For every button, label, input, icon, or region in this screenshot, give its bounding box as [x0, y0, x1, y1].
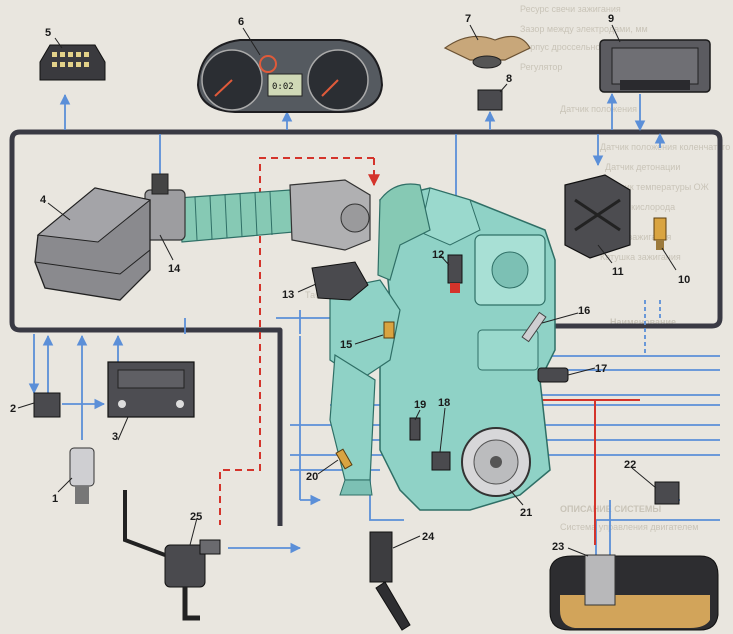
- label-8: 8: [506, 73, 512, 85]
- wiring-bus: [9, 129, 723, 526]
- instrument-cluster: 0:02: [196, 39, 384, 113]
- svg-text:Датчик детонации: Датчик детонации: [605, 162, 680, 172]
- svg-text:Датчик положения: Датчик положения: [560, 104, 637, 114]
- coolant-temp-sensor: [653, 217, 667, 250]
- svg-text:Датчик температуры ОЖ: Датчик температуры ОЖ: [605, 182, 709, 192]
- crankshaft-sensor: [537, 367, 569, 383]
- label-17: 17: [595, 363, 607, 375]
- label-leaders: [17, 24, 677, 557]
- throttle-position-sensor: [311, 261, 369, 301]
- label-5: 5: [45, 27, 51, 39]
- accelerator-pedal: [369, 531, 411, 631]
- label-3: 3: [112, 431, 118, 443]
- fuel-tank: [549, 554, 719, 631]
- throttle-body: [289, 179, 371, 251]
- label-21: 21: [520, 507, 532, 519]
- label-22: 22: [624, 459, 636, 471]
- diagnostic-connector: [39, 44, 106, 81]
- canister-purge-valve: [123, 490, 221, 621]
- speed-sensor: [409, 417, 421, 441]
- label-6: 6: [238, 16, 244, 28]
- component-labels: 5 6 7 8 9 4 14 13 12 11 10 15 16 17 18 1…: [10, 13, 690, 553]
- label-18: 18: [438, 397, 450, 409]
- label-25: 25: [190, 511, 202, 523]
- lcd-clock-text: 0:02: [272, 82, 294, 92]
- fuel-injector-1: [69, 447, 95, 504]
- oxygen-sensor: [335, 448, 353, 470]
- svg-text:Ресурс свечи зажигания: Ресурс свечи зажигания: [520, 4, 621, 14]
- phase-sensor: [431, 451, 451, 471]
- label-23: 23: [552, 541, 564, 553]
- lcd-display: [267, 73, 303, 97]
- label-20: 20: [306, 471, 318, 483]
- svg-text:Свечи зажигания: Свечи зажигания: [600, 232, 671, 242]
- svg-text:Корпус дроссельной заслонки: Корпус дроссельной заслонки: [520, 42, 646, 52]
- label-1: 1: [52, 493, 58, 505]
- fuel-injector: [447, 254, 463, 293]
- battery: [107, 361, 195, 418]
- svg-text:Зазор между электродами, мм: Зазор между электродами, мм: [520, 24, 648, 34]
- label-13: 13: [282, 289, 294, 301]
- svg-text:Наименование: Наименование: [610, 317, 676, 327]
- svg-text:Датчик положения коленчатого в: Датчик положения коленчатого вала: [600, 142, 733, 152]
- label-2: 2: [10, 403, 16, 415]
- fuel-pump-module: [584, 554, 616, 606]
- label-7: 7: [465, 13, 471, 25]
- relay-8: [477, 89, 503, 111]
- air-filter-housing: [34, 187, 152, 301]
- spark-plug: [521, 311, 547, 343]
- svg-text:Катушка зажигания: Катушка зажигания: [600, 252, 681, 262]
- ignition-coil: [564, 174, 631, 259]
- horn: [443, 35, 531, 69]
- svg-text:Система управления двигателем: Система управления двигателем: [560, 522, 698, 532]
- label-9: 9: [608, 13, 614, 25]
- check-engine-lamp: [259, 55, 277, 73]
- knock-sensor: [383, 321, 395, 339]
- air-intake-duct: [144, 173, 371, 251]
- mass-airflow-sensor: [144, 189, 186, 241]
- fuel-pump-relay: [654, 481, 680, 505]
- crankshaft-pulley: [461, 427, 531, 497]
- label-16: 16: [578, 305, 590, 317]
- label-14: 14: [168, 263, 181, 275]
- label-15: 15: [340, 339, 352, 351]
- label-11: 11: [612, 266, 624, 278]
- label-24: 24: [422, 531, 435, 543]
- label-4: 4: [40, 194, 47, 206]
- main-relay: [33, 392, 61, 418]
- label-12: 12: [432, 249, 444, 261]
- svg-text:Датчик кислорода: Датчик кислорода: [600, 202, 675, 212]
- label-19: 19: [414, 399, 426, 411]
- engine-control-unit: [599, 39, 711, 93]
- engine-assembly: [329, 183, 556, 511]
- svg-text:Регулятор: Регулятор: [520, 62, 562, 72]
- label-10: 10: [678, 274, 690, 286]
